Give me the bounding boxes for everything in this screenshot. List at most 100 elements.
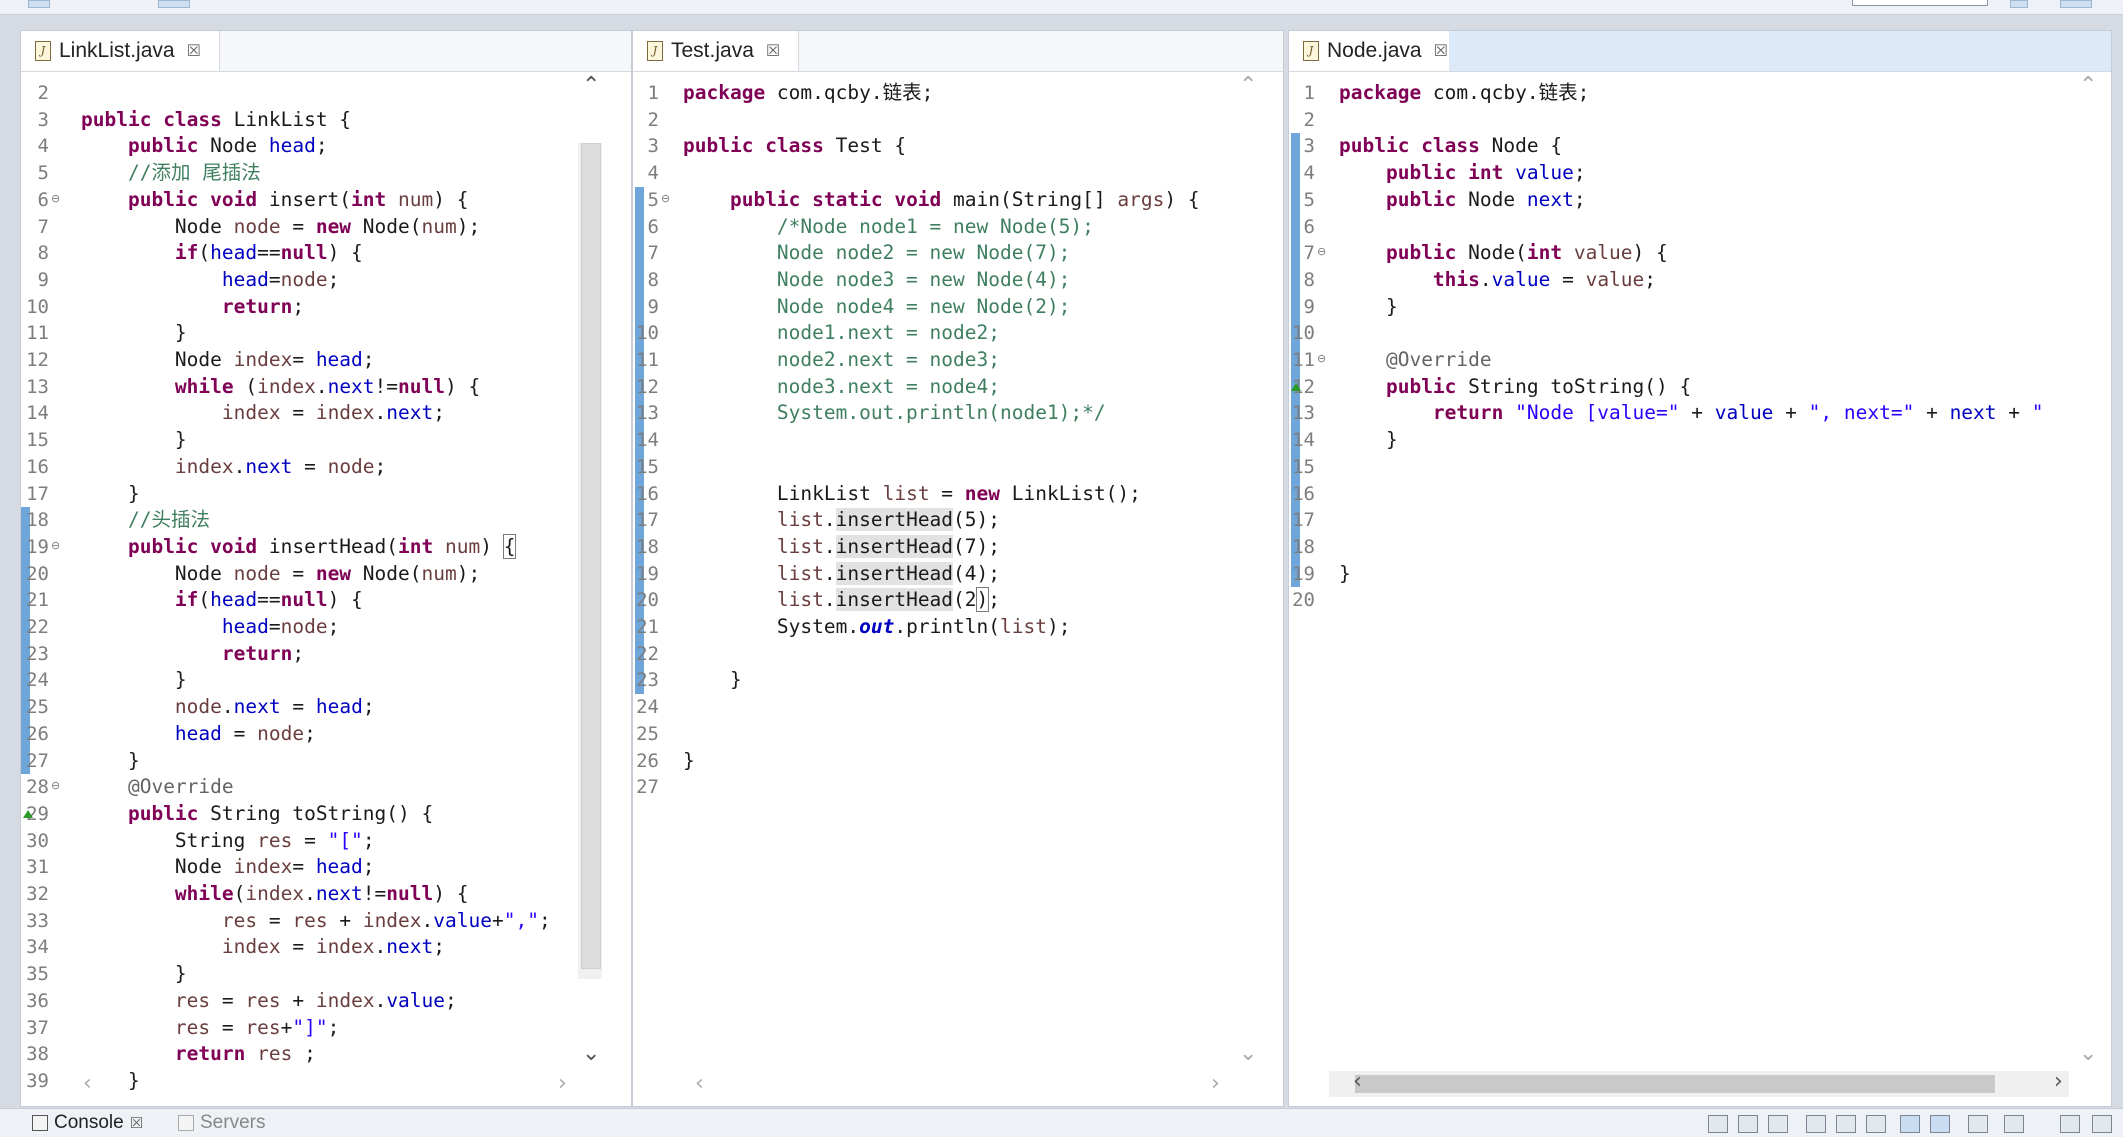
maximize-icon[interactable] bbox=[2092, 1115, 2112, 1133]
code-line[interactable]: 13 while (index.next!=null) { bbox=[21, 374, 631, 401]
code-line[interactable]: 23 } bbox=[633, 667, 1283, 694]
code-line[interactable]: 12 public String toString() { bbox=[1289, 374, 2111, 401]
code-line[interactable]: 10 bbox=[1289, 320, 2111, 347]
code-line[interactable]: 17 bbox=[1289, 507, 2111, 534]
pin-console-icon[interactable] bbox=[1930, 1115, 1950, 1133]
terminate-icon[interactable] bbox=[1708, 1115, 1728, 1133]
code-line[interactable]: 31 Node index= head; bbox=[21, 854, 631, 881]
code-line[interactable]: 27 bbox=[633, 774, 1283, 801]
scroll-down-icon[interactable]: ⌄ bbox=[582, 1041, 601, 1066]
scroll-lock-icon[interactable] bbox=[1836, 1115, 1856, 1133]
code-line[interactable]: 15 bbox=[633, 454, 1283, 481]
code-line[interactable]: 34 index = index.next; bbox=[21, 934, 631, 961]
tab-node-java[interactable]: J Node.java ☒ bbox=[1289, 31, 1467, 71]
code-line[interactable]: 21 if(head==null) { bbox=[21, 587, 631, 614]
code-line[interactable]: 7⊖ public Node(int value) { bbox=[1289, 240, 2111, 267]
code-line[interactable]: 39 } bbox=[21, 1068, 631, 1095]
scroll-up-icon[interactable]: ⌃ bbox=[2079, 73, 2098, 98]
code-line[interactable]: 14 bbox=[633, 427, 1283, 454]
code-line[interactable]: 10 node1.next = node2; bbox=[633, 320, 1283, 347]
tab-test-java[interactable]: J Test.java ☒ bbox=[633, 31, 800, 71]
code-line[interactable]: 7 Node node2 = new Node(7); bbox=[633, 240, 1283, 267]
code-line[interactable]: 20 bbox=[1289, 587, 2111, 614]
scroll-right-icon[interactable]: › bbox=[2054, 1069, 2063, 1094]
scroll-left-icon[interactable]: ‹ bbox=[83, 1071, 92, 1096]
toolbar-mini-button[interactable] bbox=[158, 0, 190, 8]
scroll-right-icon[interactable]: › bbox=[1211, 1071, 1220, 1096]
remove-all-icon[interactable] bbox=[1768, 1115, 1788, 1133]
code-line[interactable]: 14 } bbox=[1289, 427, 2111, 454]
code-line[interactable]: 25 bbox=[633, 721, 1283, 748]
tab-servers[interactable]: Servers bbox=[178, 1109, 265, 1137]
code-line[interactable]: 35 } bbox=[21, 961, 631, 988]
scroll-up-icon[interactable]: ⌃ bbox=[582, 73, 601, 98]
code-line[interactable]: 18 //头插法 bbox=[21, 507, 631, 534]
code-line[interactable]: 11 node2.next = node3; bbox=[633, 347, 1283, 374]
minimize-icon[interactable] bbox=[2060, 1115, 2080, 1133]
scroll-up-icon[interactable]: ⌃ bbox=[1239, 73, 1258, 98]
toolbar-mini-icon[interactable] bbox=[2010, 0, 2028, 8]
remove-launch-icon[interactable] bbox=[1738, 1115, 1758, 1133]
code-line[interactable]: 9 Node node4 = new Node(2); bbox=[633, 294, 1283, 321]
code-line[interactable]: 25 node.next = head; bbox=[21, 694, 631, 721]
close-icon[interactable]: ☒ bbox=[129, 1115, 144, 1132]
code-line[interactable]: 19 list.insertHead(4); bbox=[633, 561, 1283, 588]
code-line[interactable]: 4 public Node head; bbox=[21, 133, 631, 160]
word-wrap-icon[interactable] bbox=[1866, 1115, 1886, 1133]
code-line[interactable]: 16 bbox=[1289, 481, 2111, 508]
vertical-scrollbar[interactable] bbox=[578, 143, 602, 979]
toolbar-mini-icon[interactable] bbox=[28, 0, 50, 8]
code-line[interactable]: 4 bbox=[633, 160, 1283, 187]
code-line[interactable]: 23 return; bbox=[21, 641, 631, 668]
code-line[interactable]: 10 return; bbox=[21, 294, 631, 321]
tab-linklist-java[interactable]: J LinkList.java ☒ bbox=[21, 31, 220, 71]
code-line[interactable]: 12 Node index= head; bbox=[21, 347, 631, 374]
fold-toggle-icon[interactable]: ⊖ bbox=[661, 191, 671, 205]
code-line[interactable]: 9 head=node; bbox=[21, 267, 631, 294]
quick-access-input[interactable] bbox=[1852, 0, 1988, 6]
scroll-down-icon[interactable]: ⌄ bbox=[2079, 1041, 2098, 1066]
code-line[interactable]: 8 if(head==null) { bbox=[21, 240, 631, 267]
code-line[interactable]: 16 index.next = node; bbox=[21, 454, 631, 481]
code-line[interactable]: 18 bbox=[1289, 534, 2111, 561]
code-line[interactable]: 37 res = res+"]"; bbox=[21, 1015, 631, 1042]
code-line[interactable]: 11⊖ @Override bbox=[1289, 347, 2111, 374]
code-line[interactable]: 6 bbox=[1289, 214, 2111, 241]
tab-console[interactable]: Console ☒ bbox=[32, 1109, 143, 1137]
fold-toggle-icon[interactable]: ⊖ bbox=[1317, 245, 1327, 259]
code-line[interactable]: 2 bbox=[1289, 107, 2111, 134]
scroll-down-icon[interactable]: ⌄ bbox=[1239, 1041, 1258, 1066]
scroll-left-icon[interactable]: ‹ bbox=[1353, 1069, 1362, 1094]
code-line[interactable]: 20 Node node = new Node(num); bbox=[21, 561, 631, 588]
fold-toggle-icon[interactable]: ⊖ bbox=[51, 191, 61, 205]
code-line[interactable]: 22 head=node; bbox=[21, 614, 631, 641]
code-line[interactable]: 29 public String toString() { bbox=[21, 801, 631, 828]
fold-toggle-icon[interactable]: ⊖ bbox=[51, 538, 61, 552]
code-line[interactable]: 5⊖ public static void main(String[] args… bbox=[633, 187, 1283, 214]
code-line[interactable]: 18 list.insertHead(7); bbox=[633, 534, 1283, 561]
code-line[interactable]: 4 public int value; bbox=[1289, 160, 2111, 187]
code-line[interactable]: 32 while(index.next!=null) { bbox=[21, 881, 631, 908]
fold-toggle-icon[interactable]: ⊖ bbox=[51, 779, 61, 793]
scroll-right-icon[interactable]: › bbox=[558, 1071, 567, 1096]
code-line[interactable]: 5 public Node next; bbox=[1289, 187, 2111, 214]
code-line[interactable]: 30 String res = "["; bbox=[21, 828, 631, 855]
code-line[interactable]: 13 System.out.println(node1);*/ bbox=[633, 400, 1283, 427]
code-line[interactable]: 26} bbox=[633, 748, 1283, 775]
code-line[interactable]: 19⊖ public void insertHead(int num) { bbox=[21, 533, 631, 561]
code-line[interactable]: 11 } bbox=[21, 320, 631, 347]
code-line[interactable]: 36 res = res + index.value; bbox=[21, 988, 631, 1015]
scrollbar-thumb[interactable] bbox=[581, 143, 601, 969]
clear-console-icon[interactable] bbox=[1806, 1115, 1826, 1133]
show-console-icon[interactable] bbox=[1900, 1115, 1920, 1133]
code-line[interactable]: 17 } bbox=[21, 481, 631, 508]
code-line[interactable]: 15 bbox=[1289, 454, 2111, 481]
code-line[interactable]: 14 index = index.next; bbox=[21, 400, 631, 427]
